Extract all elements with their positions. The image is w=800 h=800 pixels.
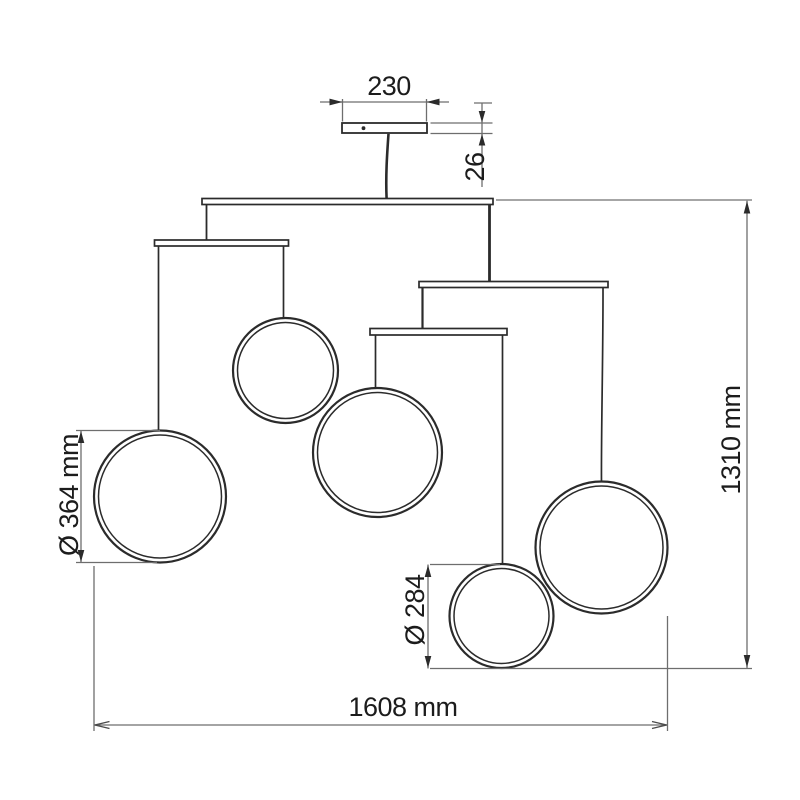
dimension-overall-height: 1310 mm xyxy=(496,199,752,668)
ring-small-bottom xyxy=(448,562,555,670)
arrowhead-left-icon xyxy=(426,98,440,106)
arrowhead-down-icon xyxy=(424,656,432,668)
arrowhead-down-icon xyxy=(478,111,486,123)
dimension-canopy-height: 26 xyxy=(430,102,493,187)
support-bar-main xyxy=(201,197,494,206)
dimension-overall-width-label: 1608 mm xyxy=(348,692,457,722)
arrowhead-up-icon xyxy=(77,431,85,443)
arrowhead-down-icon xyxy=(77,550,85,562)
dimension-overall-width: 1608 mm xyxy=(93,566,669,731)
arrowhead-up-icon xyxy=(424,565,432,577)
ceiling-canopy xyxy=(341,122,428,134)
drop-wire-large-right-ring xyxy=(600,287,604,483)
dimension-large-ring-diameter: Ø 364 mm xyxy=(54,429,160,564)
arrowhead-up-icon xyxy=(478,134,486,146)
arrowhead-up-icon xyxy=(743,201,751,214)
ring-large-left xyxy=(92,429,228,564)
canopy-screw-dot xyxy=(361,126,366,131)
support-bar-right xyxy=(418,280,609,289)
dimension-canopy-width: 230 xyxy=(320,71,449,122)
ring-large-right xyxy=(534,480,669,615)
dimension-canopy-width-label: 230 xyxy=(367,71,411,101)
arrowhead-right-icon xyxy=(651,720,667,730)
dimension-canopy-height-label: 26 xyxy=(460,152,490,181)
ring-small-upper xyxy=(231,316,340,425)
support-bar-center xyxy=(369,327,508,336)
fixture xyxy=(92,122,669,670)
support-bar-left xyxy=(153,239,290,247)
suspension-stem xyxy=(384,133,390,199)
dimension-small-ring-diameter: Ø 284 xyxy=(400,563,752,670)
dimension-small-ring-diameter-label: Ø 284 xyxy=(400,574,430,646)
dimension-large-ring-diameter-label: Ø 364 mm xyxy=(54,434,84,556)
ring-large-middle xyxy=(311,386,444,519)
arrowhead-right-icon xyxy=(329,98,343,106)
arrowhead-left-icon xyxy=(94,720,110,730)
arrowhead-down-icon xyxy=(743,655,751,668)
dimension-overall-height-label: 1310 mm xyxy=(716,385,746,494)
